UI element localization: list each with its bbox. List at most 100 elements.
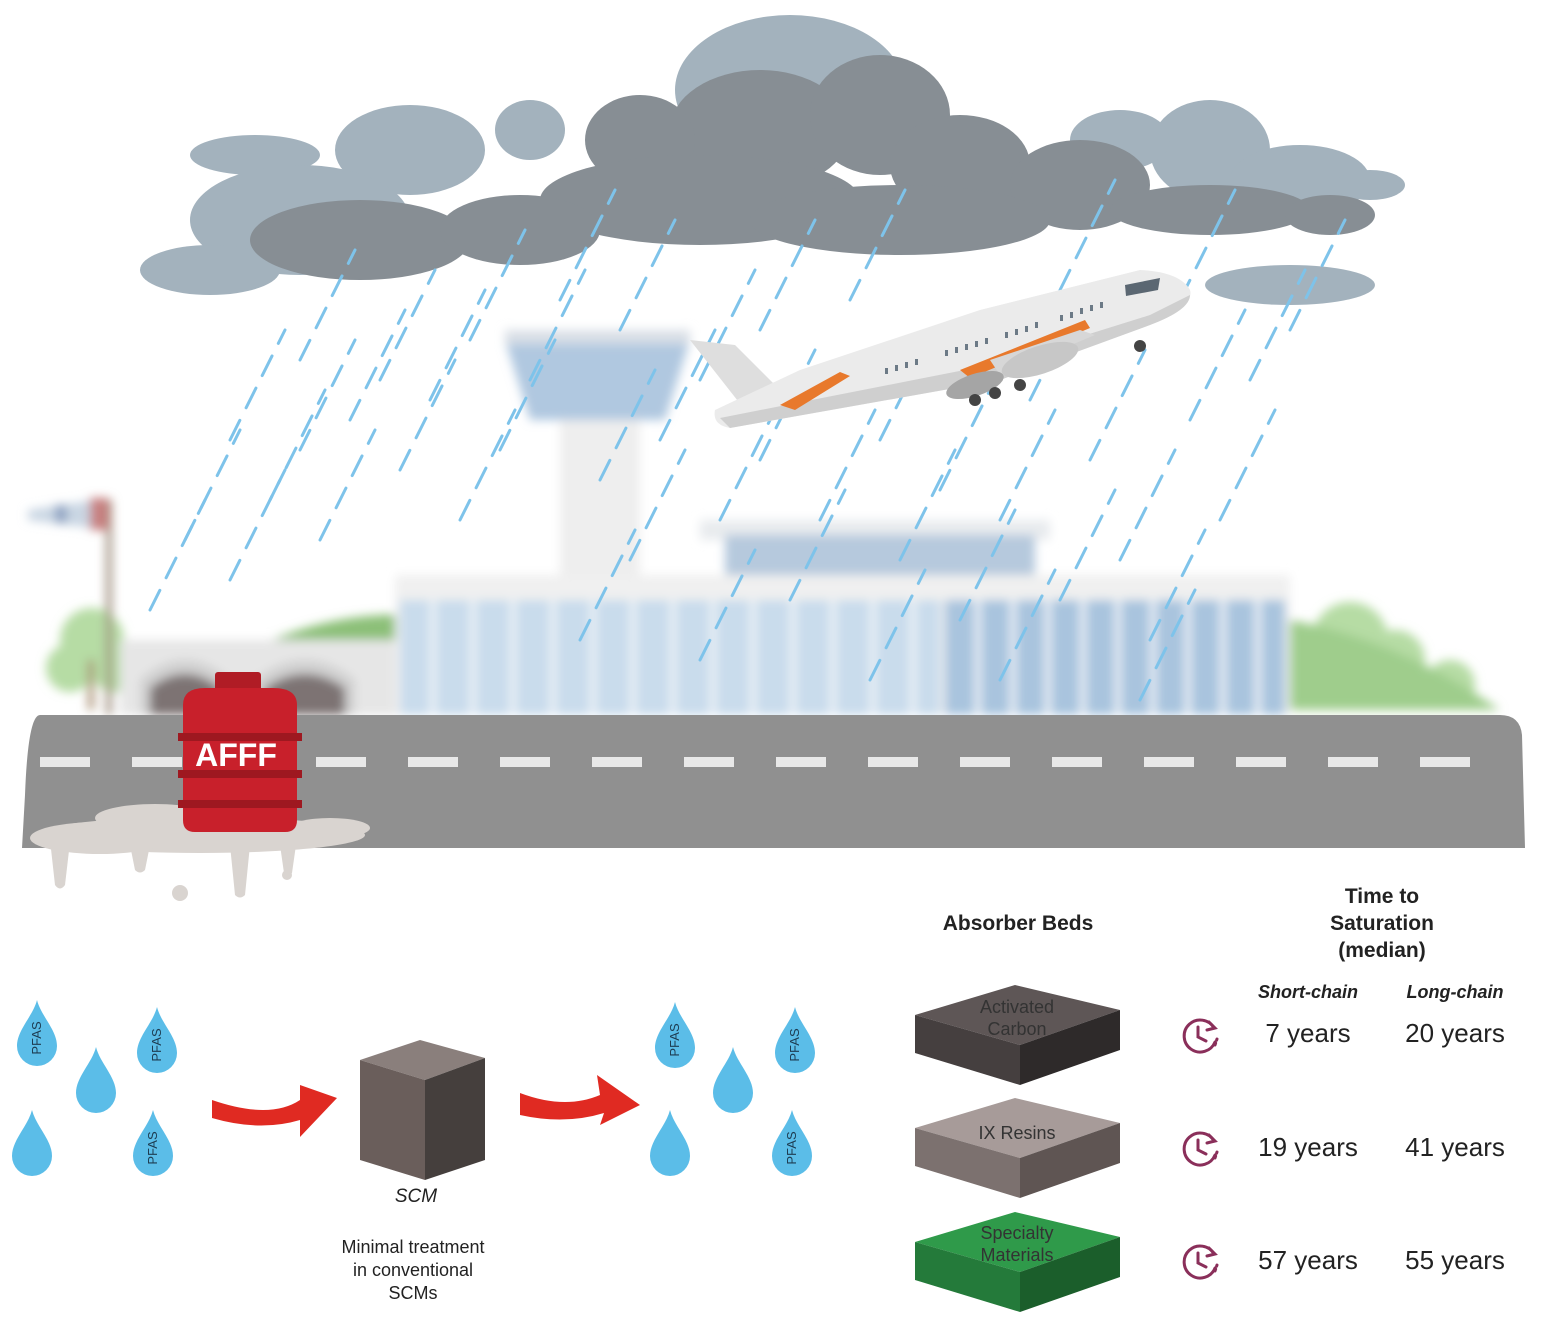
flow-arrow-2 — [520, 1075, 640, 1125]
runway-dash — [684, 757, 734, 767]
rain-streak — [1178, 188, 1237, 302]
pfas-drop-icon: PFAS — [137, 1007, 177, 1073]
rain-streak — [528, 268, 587, 382]
pfas-drop-icon: PFAS — [133, 1110, 173, 1176]
scm-note-line: in conventional — [352, 1260, 474, 1280]
rain-streak — [458, 408, 517, 522]
rain-streak — [298, 248, 357, 362]
rain-streak — [318, 428, 377, 542]
pfas-drop-icon: PFAS — [775, 1007, 815, 1073]
scm-note: Minimal treatment in conventional SCMs — [318, 1236, 508, 1305]
airport-background — [28, 330, 1500, 715]
pfas-label: PFAS — [784, 1131, 799, 1165]
rain-streak — [1288, 218, 1347, 332]
short-chain-value-ix-resins: 19 years — [1258, 1132, 1358, 1162]
rain-streak — [848, 188, 907, 302]
runway-dash — [592, 757, 642, 767]
water-drop-icon — [650, 1110, 690, 1176]
rain-streak — [618, 218, 677, 332]
rain-streak — [183, 428, 242, 542]
long-chain-value-ix-resins: 41 years — [1405, 1132, 1505, 1162]
time-title-line: Saturation — [1330, 912, 1434, 935]
runway-dash — [132, 757, 182, 767]
rain-streak — [628, 448, 687, 562]
rain-streak — [818, 408, 877, 522]
bed-label-line: Materials — [980, 1245, 1054, 1265]
rain-streak — [658, 328, 717, 442]
rain-streak — [758, 218, 817, 332]
control-tower — [505, 330, 690, 595]
clock-icon — [1182, 1018, 1219, 1054]
rain-streak — [1028, 288, 1087, 402]
pfas-label: PFAS — [667, 1023, 682, 1057]
rain-streak — [878, 328, 937, 442]
windsock-icon — [28, 498, 108, 530]
rain-streak — [938, 378, 997, 492]
rain-streak — [1088, 348, 1147, 462]
pfas-drop-icon: PFAS — [772, 1110, 812, 1176]
rain-streak — [1248, 268, 1307, 382]
long-chain-value-specialty-materials: 55 years — [1405, 1245, 1505, 1275]
windsock-pole — [106, 500, 112, 715]
runway-dash — [1236, 757, 1286, 767]
bed-label-specialty-materials: Specialty Materials — [927, 1222, 1107, 1266]
rain-streak — [898, 448, 957, 562]
runway-dash — [1420, 757, 1470, 767]
rain-streak — [698, 548, 757, 662]
runway-dash — [408, 757, 458, 767]
clock-icon — [1182, 1244, 1219, 1280]
afff-barrel-icon: AFFF — [178, 672, 302, 832]
rain-streak — [1118, 448, 1177, 562]
short-chain-header: Short-chain — [1257, 982, 1358, 1002]
rain-streaks — [148, 178, 1347, 702]
scm-note-line: Minimal treatment — [341, 1237, 485, 1257]
water-drops: PFAS PFAS PFAS PFAS PFAS PFAS — [12, 1000, 815, 1176]
rain-streak — [228, 468, 287, 582]
rain-streak — [998, 568, 1057, 682]
rain-streak — [758, 348, 817, 462]
absorber-bed-slab — [915, 1098, 1120, 1198]
airplane-icon — [690, 270, 1191, 428]
storm-cloud-icon — [140, 15, 1405, 305]
rain-streak — [378, 268, 437, 382]
rain-streak — [498, 338, 557, 452]
bed-label-line: Specialty — [980, 1223, 1054, 1243]
rain-streak — [148, 498, 207, 612]
rain-streak — [598, 368, 657, 482]
rain-streak — [1058, 488, 1117, 602]
long-chain-header: Long-chain — [1406, 982, 1504, 1002]
rain-streak — [1138, 588, 1197, 702]
bed-label-ix-resins: IX Resins — [927, 1122, 1107, 1144]
flow-arrow-1 — [212, 1085, 337, 1137]
rain-streak — [1058, 178, 1117, 292]
pfas-label: PFAS — [787, 1028, 802, 1062]
bed-label-line: Activated — [979, 997, 1055, 1017]
time-title-line: (median) — [1338, 939, 1426, 962]
runway-dash — [40, 757, 90, 767]
pfas-label: PFAS — [145, 1131, 160, 1165]
time-title-line: Time to — [1344, 885, 1420, 908]
clock-icon — [1182, 1131, 1219, 1167]
runway-dash — [960, 757, 1010, 767]
rain-streak — [958, 508, 1017, 622]
rain-streak — [428, 288, 487, 402]
rain-streak — [788, 488, 847, 602]
runway-dash — [868, 757, 918, 767]
short-chain-value-specialty-materials: 57 years — [1258, 1245, 1358, 1275]
rain-streak — [868, 568, 927, 682]
pfas-label: PFAS — [29, 1021, 44, 1055]
pfas-drop-icon: PFAS — [17, 1000, 57, 1066]
rain-streak — [1148, 528, 1207, 642]
scm-label: SCM — [394, 1186, 438, 1207]
pfas-label: PFAS — [149, 1028, 164, 1062]
terminal-building — [395, 520, 1290, 715]
absorber-bed-slab — [915, 1212, 1120, 1312]
absorber-bed-slab — [915, 985, 1120, 1085]
water-drop-icon — [12, 1110, 52, 1176]
rain-streak — [298, 338, 357, 452]
rain-streak — [268, 388, 327, 502]
rain-streak — [468, 228, 527, 342]
bed-label-line: IX Resins — [978, 1123, 1056, 1143]
water-drop-icon — [76, 1047, 116, 1113]
